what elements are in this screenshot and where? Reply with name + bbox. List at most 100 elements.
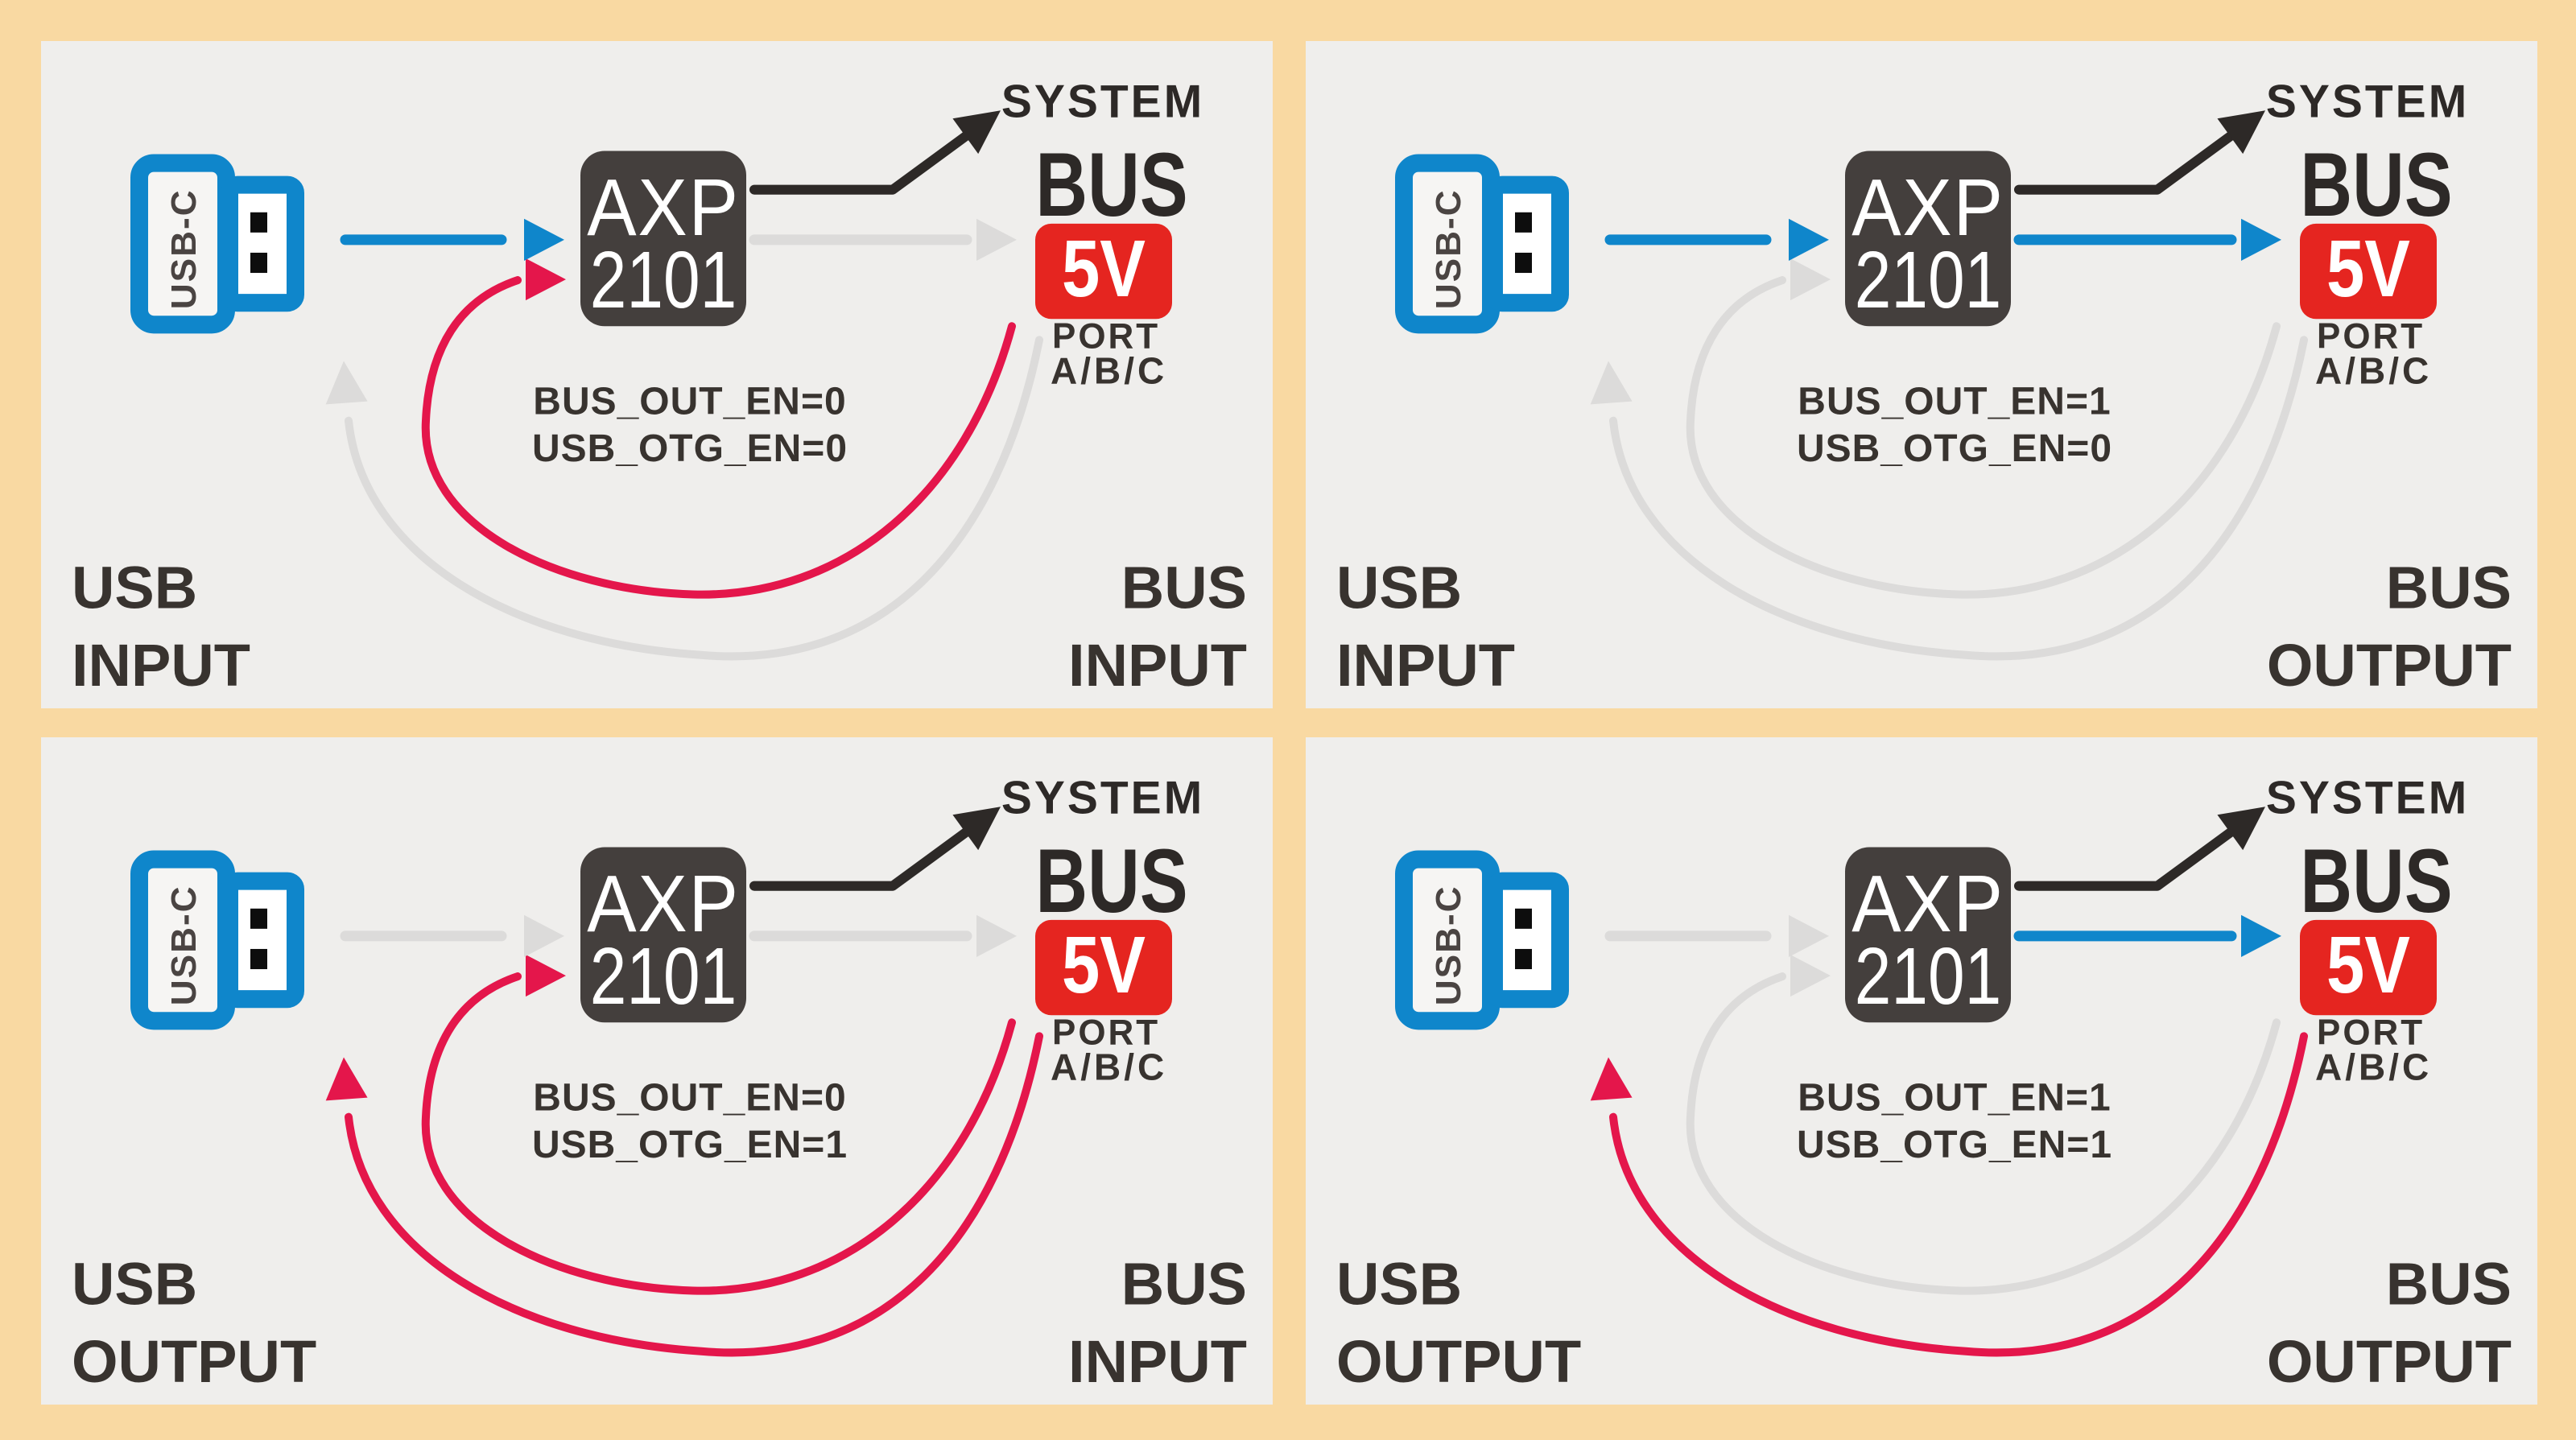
panel-usb-input-bus-input: USB-C AXP 2101 SYSTEM BUS 5V PORT A/B/C …: [41, 41, 1273, 708]
usb-c-label: USB-C: [1429, 885, 1468, 1005]
axp2101-chip: [1845, 847, 2011, 1023]
chip-label-line1: AXP: [1852, 859, 2004, 949]
left-corner-label-line2: OUTPUT: [72, 1328, 316, 1395]
right-corner-label-line2: OUTPUT: [2267, 632, 2512, 699]
system-label: SYSTEM: [2266, 772, 2469, 823]
usb-c-label: USB-C: [164, 885, 204, 1005]
otg-to-usb-curve: [345, 1032, 1043, 1357]
left-corner-label-line1: USB: [72, 554, 197, 621]
bus-5v-label: 5V: [1062, 223, 1146, 313]
system-label: SYSTEM: [1001, 76, 1204, 127]
register-line-1: BUS_OUT_EN=1: [1798, 380, 2111, 423]
chip-label-line2: 2101: [1855, 931, 2001, 1021]
axp2101-chip: [1845, 151, 2011, 327]
bus-to-axp-curve: [421, 972, 1016, 1295]
right-corner-label-line2: INPUT: [1068, 632, 1247, 699]
system-label: SYSTEM: [2266, 76, 2469, 127]
usb-to-axp-arrowhead: [1789, 218, 1829, 261]
axp-to-system-line: [749, 123, 981, 195]
register-line-1: BUS_OUT_EN=0: [533, 380, 846, 423]
bus-to-axp-curve: [1686, 972, 2281, 1295]
bus-label: BUS: [1035, 830, 1187, 931]
usb-to-axp-arrowhead: [524, 218, 564, 261]
left-corner-label-line2: OUTPUT: [1336, 1328, 1581, 1395]
bus-label: BUS: [2300, 134, 2452, 235]
panel-usb-input-bus-output: USB-C AXP 2101 SYSTEM BUS 5V PORT A/B/C …: [1306, 41, 2537, 708]
register-line-2: USB_OTG_EN=0: [532, 427, 848, 470]
register-line-2: USB_OTG_EN=0: [1797, 427, 2112, 470]
axp-to-system-arrowhead: [2217, 110, 2265, 155]
usb-c-connector-icon: USB-C: [1395, 154, 1569, 334]
usb-c-pin-bottom: [250, 252, 267, 274]
port-label: PORT: [2317, 1013, 2425, 1052]
usb-to-axp-arrowhead: [524, 914, 564, 957]
chip-label-line2: 2101: [1855, 235, 2001, 325]
left-corner-label-line1: USB: [1336, 554, 1462, 621]
right-corner-label-line2: INPUT: [1068, 1328, 1247, 1395]
otg-to-usb-arrowhead: [325, 1057, 368, 1101]
bus-label: BUS: [1035, 134, 1187, 235]
system-label: SYSTEM: [1001, 772, 1204, 823]
axp2101-chip: [580, 151, 746, 327]
left-corner-label-line1: USB: [1336, 1250, 1462, 1317]
usb-c-pin-bottom: [1515, 252, 1532, 274]
usb-c-pin-top: [250, 212, 267, 233]
otg-to-usb-curve: [1609, 336, 2308, 661]
bus-5v-label: 5V: [1062, 919, 1146, 1009]
chip-label-line2: 2101: [590, 235, 737, 325]
chip-label-line2: 2101: [590, 931, 737, 1021]
usb-c-connector-icon: USB-C: [1395, 850, 1569, 1030]
right-corner-label-line1: BUS: [1121, 554, 1247, 621]
port-label: PORT: [2317, 316, 2425, 356]
usb-c-plug-face: [1485, 175, 1569, 312]
port-label: PORT: [1052, 1013, 1160, 1052]
port-label: PORT: [1052, 316, 1160, 356]
bus-to-axp-arrowhead: [1790, 258, 1831, 301]
panel-diagram: USB-C AXP 2101 SYSTEM BUS 5V PORT A/B/C …: [72, 76, 1247, 699]
usb-c-pin-top: [1515, 212, 1532, 233]
bus-5v-box: [1035, 223, 1172, 320]
usb-c-connector-icon: USB-C: [130, 850, 304, 1030]
register-line-2: USB_OTG_EN=1: [532, 1123, 848, 1166]
bus-label: BUS: [2300, 830, 2452, 931]
usb-c-connector-icon: USB-C: [130, 154, 304, 334]
bus-5v-box: [1035, 919, 1172, 1016]
bus-to-axp-arrowhead: [1790, 954, 1831, 997]
bus-5v-box: [2300, 223, 2437, 320]
bus-to-axp-curve: [421, 276, 1016, 599]
register-line-1: BUS_OUT_EN=1: [1798, 1076, 2111, 1120]
bus-to-axp-arrowhead: [526, 954, 566, 997]
axp-to-bus-arrowhead: [2241, 914, 2281, 957]
axp-to-system-arrowhead: [952, 110, 1001, 155]
otg-to-usb-arrowhead: [325, 361, 368, 405]
usb-c-pin-top: [250, 908, 267, 929]
axp2101-chip: [580, 847, 746, 1023]
usb-c-plug-face: [221, 872, 304, 1009]
usb-to-axp-arrowhead: [1789, 914, 1829, 957]
port-names: A/B/C: [2315, 1046, 2432, 1087]
otg-to-usb-arrowhead: [1590, 361, 1633, 405]
port-names: A/B/C: [2315, 349, 2432, 391]
left-corner-label-line1: USB: [72, 1250, 197, 1317]
bus-5v-label: 5V: [2326, 223, 2410, 313]
register-line-2: USB_OTG_EN=1: [1797, 1123, 2112, 1166]
axp-to-system-line: [749, 819, 981, 891]
right-corner-label-line1: BUS: [2386, 554, 2512, 621]
usb-c-label: USB-C: [1429, 188, 1468, 309]
panel-diagram: USB-C AXP 2101 SYSTEM BUS 5V PORT A/B/C …: [1336, 76, 2512, 699]
axp-to-system-arrowhead: [952, 807, 1001, 851]
usb-c-plug-face: [221, 175, 304, 312]
axp-to-system-line: [2014, 123, 2246, 195]
port-names: A/B/C: [1051, 349, 1167, 391]
usb-c-plug-face: [1485, 872, 1569, 1009]
bus-to-axp-curve: [1686, 276, 2281, 599]
usb-c-label: USB-C: [164, 188, 204, 309]
port-names: A/B/C: [1051, 1046, 1167, 1087]
otg-to-usb-curve: [1609, 1032, 2308, 1357]
axp-to-bus-arrowhead: [976, 218, 1017, 261]
left-corner-label-line2: INPUT: [1336, 632, 1515, 699]
right-corner-label-line1: BUS: [2386, 1250, 2512, 1317]
axp-to-bus-arrowhead: [976, 914, 1017, 957]
panel-usb-output-bus-input: USB-C AXP 2101 SYSTEM BUS 5V PORT A/B/C …: [41, 737, 1273, 1405]
